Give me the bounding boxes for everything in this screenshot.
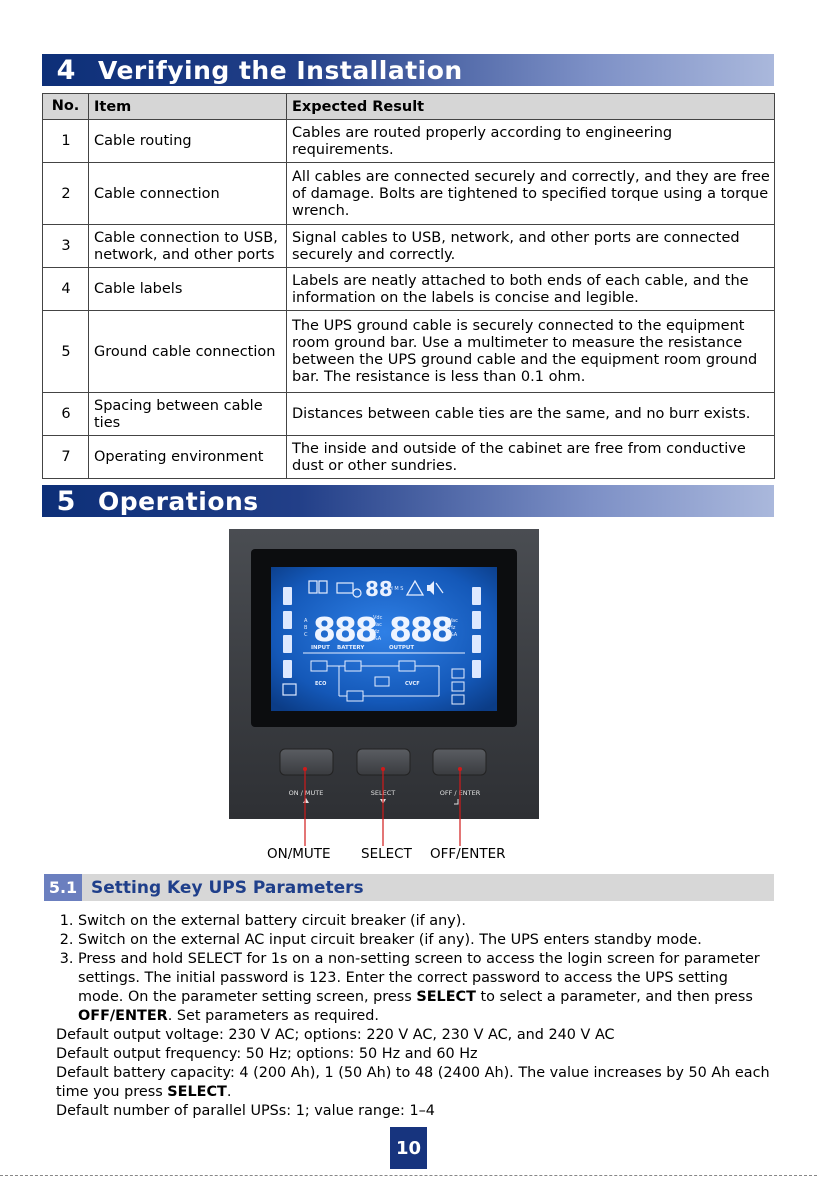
default-output-frequency: Default output frequency: 50 Hz; options…: [56, 1046, 478, 1062]
mute-icon: [427, 581, 434, 595]
row-number: 6: [42, 392, 89, 436]
row-item: Cable labels: [88, 267, 287, 311]
step-text: . Set parameters as required.: [167, 1008, 379, 1024]
row-result: The inside and outside of the cabinet ar…: [286, 435, 775, 479]
lcd-load-bars: [283, 587, 481, 678]
lcd-phase-a: A: [304, 618, 308, 624]
table-row: 1 Cable routing Cables are routed proper…: [42, 119, 775, 163]
default-battery-capacity: Default battery capacity: 4 (200 Ah), 1 …: [56, 1064, 776, 1102]
callout-select: SELECT: [361, 846, 412, 862]
lcd-digits-top: 88: [365, 577, 393, 601]
row-result: The UPS ground cable is securely connect…: [286, 310, 775, 393]
table-row: 6 Spacing between cable ties Distances b…: [42, 392, 775, 436]
step-text: Default battery capacity: 4 (200 Ah), 1 …: [56, 1065, 770, 1100]
row-number: 7: [42, 435, 89, 479]
row-result: Signal cables to USB, network, and other…: [286, 224, 775, 268]
row-number: 4: [42, 267, 89, 311]
section-header: 4 Verifying the Installation: [42, 54, 774, 86]
lcd-digits-output: 888: [389, 610, 452, 649]
on-mute-button-label: ON / MUTE: [289, 789, 324, 797]
lcd-label-input: INPUT: [311, 645, 330, 651]
lcd-phase-c: C: [304, 632, 308, 638]
table-row: 3 Cable connection to USB, network, and …: [42, 224, 775, 268]
footer-divider: [0, 1175, 817, 1176]
row-item: Ground cable connection: [88, 310, 287, 393]
list-item: Switch on the external battery circuit b…: [78, 912, 776, 931]
list-item: Switch on the external AC input circuit …: [78, 931, 776, 950]
table-row: 5 Ground cable connection The UPS ground…: [42, 310, 775, 393]
lcd-unit: Vdc: [373, 615, 383, 621]
row-item: Spacing between cable ties: [88, 392, 287, 436]
lcd-unit: Vac: [373, 622, 382, 628]
lcd-phase-b: B: [304, 625, 308, 631]
lcd-unit: %A: [373, 636, 382, 642]
row-item: Cable connection: [88, 162, 287, 225]
lcd-unit-hms: H M S: [389, 586, 403, 592]
table-row: 4 Cable labels Labels are neatly attache…: [42, 267, 775, 311]
lcd-unit: Vac: [449, 618, 458, 624]
lcd-unit: Hz: [449, 625, 456, 631]
row-result: Labels are neatly attached to both ends …: [286, 267, 775, 311]
row-result: All cables are connected securely and co…: [286, 162, 775, 225]
column-header-no: No.: [42, 93, 89, 120]
default-parallel-upss: Default number of parallel UPSs: 1; valu…: [56, 1103, 435, 1119]
step-key-select: SELECT: [416, 989, 476, 1005]
column-header-result: Expected Result: [286, 93, 775, 120]
server-icon: [308, 580, 318, 594]
row-item: Cable routing: [88, 119, 287, 163]
section-header: 5 Operations: [42, 485, 774, 517]
step-key-off-enter: OFF/ENTER: [78, 1008, 168, 1024]
row-number: 3: [42, 224, 89, 268]
warning-icon: [405, 579, 425, 596]
step-key-select: SELECT: [167, 1084, 227, 1100]
lcd-unit: Hz: [373, 629, 380, 635]
ups-control-panel-image: 88 H M S A B C 888 Vdc Vac Hz %A 888 Vac…: [229, 529, 539, 819]
lcd-label-output: OUTPUT: [389, 645, 414, 651]
step-text: Press and hold SELECT for 1s on a non-se…: [78, 951, 760, 1005]
row-item: Cable connection to USB, network, and ot…: [88, 224, 287, 268]
lcd-digits-input: 888: [313, 610, 376, 649]
section-number: 5: [56, 485, 76, 517]
default-output-voltage: Default output voltage: 230 V AC; option…: [56, 1027, 615, 1043]
server-icon: [318, 580, 328, 594]
battery-icon: [282, 683, 297, 696]
callout-on-mute: ON/MUTE: [267, 846, 331, 862]
on-mute-button[interactable]: [279, 748, 334, 776]
list-item: Press and hold SELECT for 1s on a non-se…: [78, 950, 776, 1026]
column-header-item: Item: [88, 93, 287, 120]
subsection-number: 5.1: [44, 874, 82, 901]
section-title: Operations: [98, 486, 259, 516]
row-result: Cables are routed properly according to …: [286, 119, 775, 163]
clock-icon: [352, 588, 362, 598]
section-number: 4: [56, 54, 76, 86]
row-item: Operating environment: [88, 435, 287, 479]
row-number: 1: [42, 119, 89, 163]
enter-arrow-icon: [454, 799, 459, 805]
table-row: 2 Cable connection All cables are connec…: [42, 162, 775, 225]
verification-table: No. Item Expected Result 1 Cable routing…: [42, 93, 775, 479]
lcd-label-cvcf: CVCF: [405, 681, 420, 687]
step-text: to select a parameter, and then press: [475, 989, 753, 1005]
table-row: 7 Operating environment The inside and o…: [42, 435, 775, 479]
callout-off-enter: OFF/ENTER: [430, 846, 506, 862]
row-number: 5: [42, 310, 89, 393]
lcd-label-eco: ECO: [315, 681, 326, 687]
battery-timer-icon: [336, 582, 354, 594]
row-number: 2: [42, 162, 89, 225]
lcd-flow-diagram: [303, 652, 465, 705]
table-header-row: No. Item Expected Result: [42, 93, 775, 120]
lcd-unit: %A: [449, 632, 458, 638]
lcd-label-battery: BATTERY: [337, 645, 365, 651]
subsection-title: Setting Key UPS Parameters: [91, 877, 364, 898]
subsection-header: 5.1 Setting Key UPS Parameters: [44, 874, 774, 901]
step-text: .: [226, 1084, 232, 1100]
section-title: Verifying the Installation: [98, 55, 463, 85]
page-number: 10: [390, 1127, 427, 1169]
setup-steps: Switch on the external battery circuit b…: [56, 912, 776, 1121]
row-result: Distances between cable ties are the sam…: [286, 392, 775, 436]
